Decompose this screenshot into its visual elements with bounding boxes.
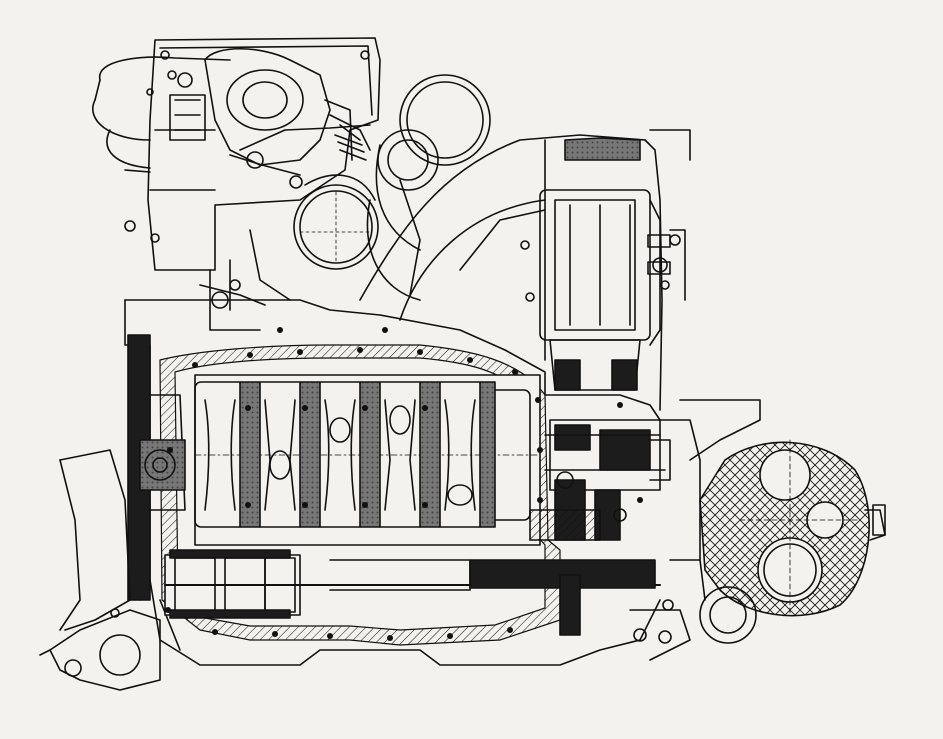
intake-manifold [199, 144, 421, 331]
left-mount-bracket [39, 449, 161, 691]
air-filter-housing [124, 37, 381, 271]
lower-pulley [629, 559, 757, 661]
differential-housing [659, 399, 886, 617]
crankshaft [194, 374, 541, 546]
bolt-dots [165, 327, 643, 641]
transmission-gears [529, 419, 671, 541]
intake-hoses [92, 56, 231, 173]
alternator [520, 189, 686, 391]
flywheel [127, 334, 186, 601]
carburetor-assembly [169, 47, 376, 201]
cooling-fan-shroud [359, 129, 691, 411]
connecting-rods [204, 399, 476, 511]
oil-pump-shaft [164, 549, 661, 642]
